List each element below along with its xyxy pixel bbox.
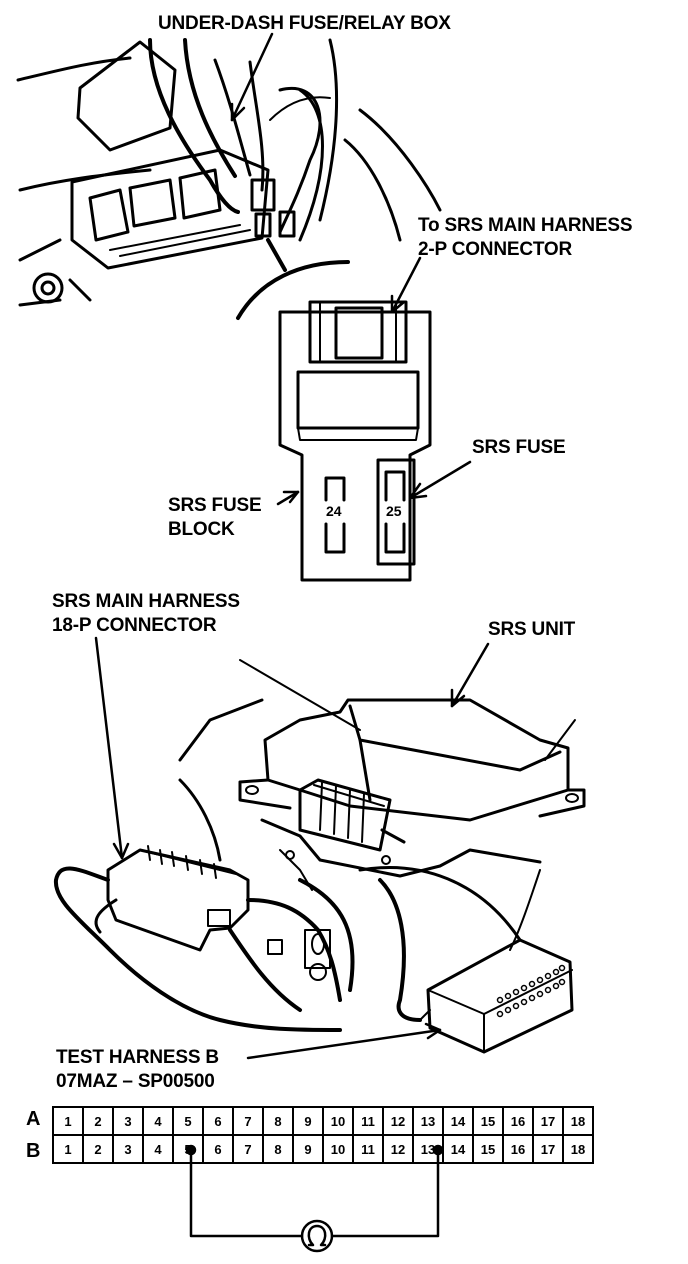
pin-a-14: 14 bbox=[442, 1106, 474, 1136]
pin-b-5: 5 bbox=[172, 1134, 204, 1164]
pin-b-9: 9 bbox=[292, 1134, 324, 1164]
fuse-25 bbox=[376, 458, 416, 566]
fuse-24-number: 24 bbox=[326, 503, 342, 519]
pin-b-17: 17 bbox=[532, 1134, 564, 1164]
under-dash-sketch bbox=[16, 38, 442, 320]
pin-b-16: 16 bbox=[502, 1134, 534, 1164]
label-18p-connector: 18-P CONNECTOR bbox=[52, 615, 217, 636]
pin-a-9: 9 bbox=[292, 1106, 324, 1136]
pin-a-3: 3 bbox=[112, 1106, 144, 1136]
pin-a-6: 6 bbox=[202, 1106, 234, 1136]
label-to-srs-main-harness: To SRS MAIN HARNESS bbox=[418, 215, 633, 236]
label-srs-main-harness: SRS MAIN HARNESS bbox=[52, 591, 240, 612]
pin-b-11: 11 bbox=[352, 1134, 384, 1164]
label-srs-fuse: SRS FUSE bbox=[472, 437, 566, 458]
fuse-24-slot bbox=[324, 476, 346, 554]
label-test-harness-b: TEST HARNESS B bbox=[56, 1047, 219, 1068]
leader-arrows bbox=[94, 32, 490, 1060]
pin-b-10: 10 bbox=[322, 1134, 354, 1164]
pin-b-13: 13 bbox=[412, 1134, 444, 1164]
pin-b-2: 2 bbox=[82, 1134, 114, 1164]
pin-a-2: 2 bbox=[82, 1106, 114, 1136]
pin-a-4: 4 bbox=[142, 1106, 174, 1136]
srs-unit-scene bbox=[53, 659, 586, 1054]
pin-a-17: 17 bbox=[532, 1106, 564, 1136]
probe-wire-pin-13 bbox=[330, 1148, 440, 1238]
label-srs-fuse-block-1: SRS FUSE bbox=[168, 495, 262, 516]
pin-a-11: 11 bbox=[352, 1106, 384, 1136]
probe-wire-pin-5 bbox=[189, 1148, 304, 1238]
pin-b-6: 6 bbox=[202, 1134, 234, 1164]
pin-b-15: 15 bbox=[472, 1134, 504, 1164]
label-srs-unit: SRS UNIT bbox=[488, 619, 576, 640]
pin-a-18: 18 bbox=[562, 1106, 594, 1136]
pin-b-8: 8 bbox=[262, 1134, 294, 1164]
pin-a-15: 15 bbox=[472, 1106, 504, 1136]
pin-b-12: 12 bbox=[382, 1134, 414, 1164]
ohmmeter-icon bbox=[300, 1219, 334, 1253]
pin-b-4: 4 bbox=[142, 1134, 174, 1164]
label-2p-connector: 2-P CONNECTOR bbox=[418, 239, 573, 260]
pin-a-13: 13 bbox=[412, 1106, 444, 1136]
pin-a-8: 8 bbox=[262, 1106, 294, 1136]
pin-b-14: 14 bbox=[442, 1134, 474, 1164]
srs-fuse-block-drawing bbox=[278, 300, 432, 582]
pin-a-10: 10 bbox=[322, 1106, 354, 1136]
ohm-symbol bbox=[307, 1224, 327, 1247]
label-srs-fuse-block-2: BLOCK bbox=[168, 519, 235, 540]
label-under-dash-fuse-relay-box: UNDER-DASH FUSE/RELAY BOX bbox=[158, 13, 451, 34]
pin-b-18: 18 bbox=[562, 1134, 594, 1164]
pin-a-16: 16 bbox=[502, 1106, 534, 1136]
pin-b-7: 7 bbox=[232, 1134, 264, 1164]
row-b-label: B bbox=[26, 1140, 41, 1162]
label-test-harness-part-number: 07MAZ – SP00500 bbox=[56, 1071, 215, 1092]
pin-a-1: 1 bbox=[52, 1106, 84, 1136]
pin-a-12: 12 bbox=[382, 1106, 414, 1136]
pin-a-7: 7 bbox=[232, 1106, 264, 1136]
pin-b-1: 1 bbox=[52, 1134, 84, 1164]
pin-a-5: 5 bbox=[172, 1106, 204, 1136]
fuse-25-number: 25 bbox=[386, 503, 402, 519]
pin-b-3: 3 bbox=[112, 1134, 144, 1164]
row-a-label: A bbox=[26, 1108, 41, 1130]
